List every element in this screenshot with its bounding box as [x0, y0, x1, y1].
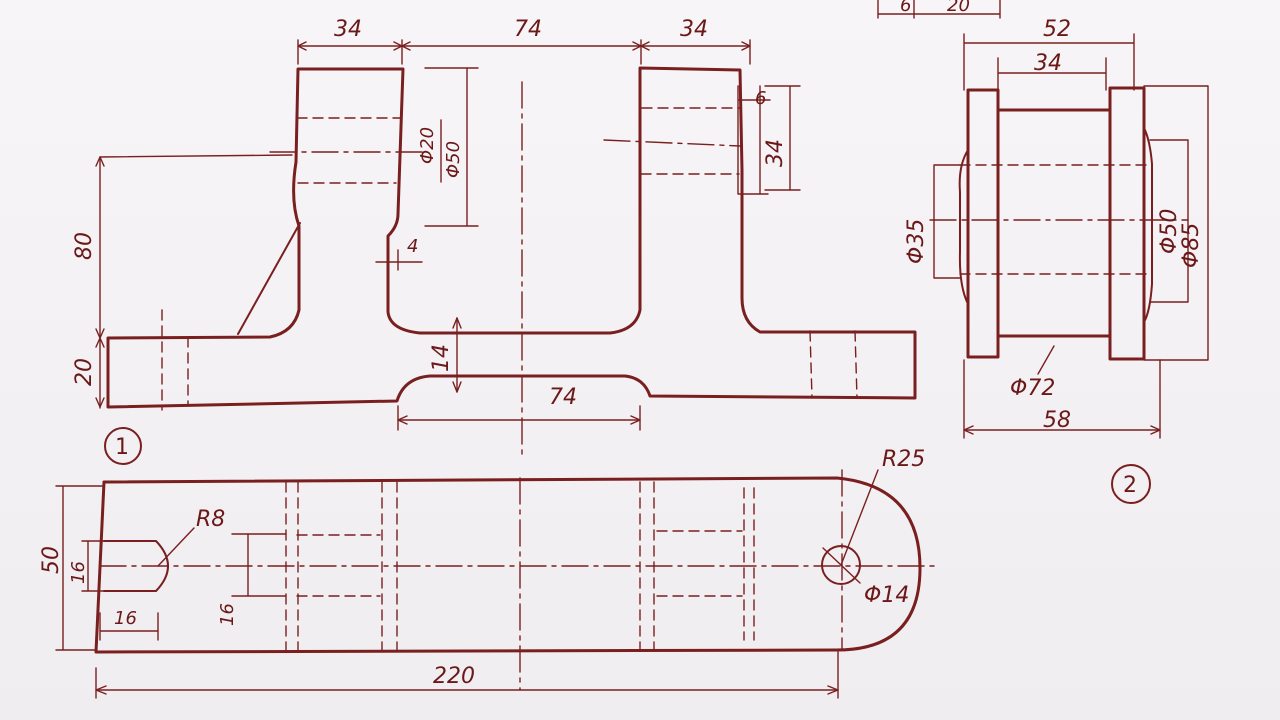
top-width: 50: [39, 546, 64, 574]
front-center-width: 74: [514, 17, 542, 42]
top-slot-width-dim: [81, 540, 105, 592]
top-slot-radius-leader: [157, 527, 195, 567]
top-clip-text-20: 20: [947, 0, 970, 16]
side-chamfers: [958, 127, 1153, 323]
front-hidden-lines: [161, 107, 858, 411]
side-top-34: 34: [1034, 51, 1062, 76]
front-slot-width: 74: [549, 385, 577, 410]
front-right-height: 34: [763, 139, 788, 167]
top-clip-text-6: 6: [900, 0, 911, 16]
top-clipped-dimensions: 6 20: [877, 0, 1001, 19]
side-flange-leader: [1037, 345, 1055, 375]
front-slot-width-arrows: [397, 415, 641, 425]
top-clip-lines: [877, 0, 1001, 19]
front-hole-dia: Φ20: [417, 127, 438, 164]
view-2-number: 2: [1123, 473, 1137, 498]
view-1-marker: [104, 427, 142, 465]
front-right-width: 34: [680, 17, 708, 42]
view-2-marker: [1111, 464, 1151, 504]
side-top-dims: [963, 33, 1135, 91]
top-center-lines: [99, 469, 941, 691]
front-top-dim-lines: [297, 39, 751, 65]
front-slot-depth-arrows: [452, 317, 462, 393]
top-outline: [94, 476, 922, 654]
top-width-dim: [55, 485, 103, 651]
front-boss-dia: Φ50: [443, 141, 464, 178]
front-view: 34 74 34 80 20 Φ20 Φ50 4 14 74 6 34 1: [72, 17, 917, 465]
side-view: 52 34 Φ35 Φ50 Φ85 Φ72 58 2: [904, 17, 1209, 504]
top-slot-length: 16: [114, 608, 137, 629]
side-hidden-lines: [959, 164, 1151, 275]
side-hole-dim: [933, 164, 961, 279]
side-bottom-dim: [963, 359, 1161, 439]
front-height-arrows: [95, 156, 105, 408]
front-left-width: 34: [334, 17, 362, 42]
front-slot-depth: 14: [429, 344, 454, 372]
side-body-lines: [996, 108, 1112, 338]
side-inner: Φ50: [1157, 209, 1182, 254]
top-slot-length-dim: [99, 612, 159, 641]
top-overall: 220: [433, 664, 475, 689]
front-slot-width-line: [397, 405, 641, 431]
top-overall-arrows: [95, 685, 839, 695]
view-1-number: 1: [115, 435, 129, 460]
side-right-flange: [1108, 86, 1146, 361]
front-rib-line: [237, 222, 301, 335]
side-hole: Φ35: [904, 219, 929, 264]
front-height-total: 80: [72, 232, 97, 260]
front-hole-dim-lines: [424, 67, 479, 227]
front-right-small-box: [737, 85, 771, 195]
front-wall-value: 4: [407, 236, 418, 257]
side-top-52: 52: [1043, 17, 1071, 42]
side-right-dims: [1143, 85, 1209, 361]
front-center-lines: [269, 81, 741, 459]
side-left-flange: [966, 88, 1000, 359]
top-right-leaders: [822, 469, 879, 584]
front-outline: [106, 66, 917, 409]
front-right-height-dim: [764, 85, 801, 191]
side-bottom-arrows: [963, 425, 1161, 435]
top-tab-16: 16: [217, 603, 238, 626]
side-flange: Φ72: [1010, 376, 1055, 401]
front-wall-dim: [375, 249, 423, 271]
top-end-radius: R25: [882, 447, 925, 472]
side-outer: Φ85: [1179, 223, 1204, 268]
front-top-arrows: [297, 41, 751, 51]
top-tab-dim: [231, 533, 287, 597]
top-slot-width: 16: [68, 561, 89, 584]
front-base-height: 20: [72, 358, 97, 386]
top-view: R25 Φ14 50 16 16 R8 16 220: [39, 447, 941, 699]
top-right-hole: [821, 545, 861, 585]
front-right-small: 6: [755, 88, 766, 109]
top-hole-dia: Φ14: [864, 583, 909, 608]
top-slot-radius: R8: [196, 507, 225, 532]
front-height-dim: [99, 154, 293, 409]
side-bottom: 58: [1043, 408, 1071, 433]
